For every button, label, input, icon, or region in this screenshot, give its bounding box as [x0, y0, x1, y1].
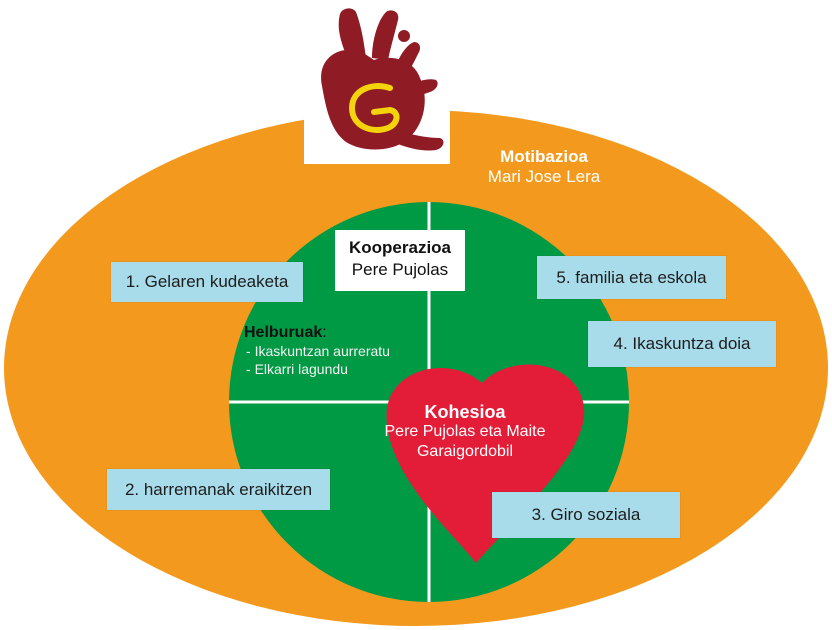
label-gelaren-kudeaketa: 1. Gelaren kudeaketa	[111, 262, 303, 302]
motibazioa-author: Mari Jose Lera	[487, 167, 601, 186]
hand-print-icon	[304, 2, 450, 164]
kooperazioa-title: Kooperazioa	[348, 238, 452, 257]
helburuak-item: Ikaskuntzan aurreratu	[246, 342, 390, 360]
motibazioa-title: Motibazioa	[500, 147, 588, 166]
label-harremanak-eraikitzen: 2. harremanak eraikitzen	[107, 469, 330, 510]
kohesioa-title: Kohesioa	[424, 402, 506, 422]
kooperazioa-author: Pere Pujolas	[351, 260, 449, 279]
hand-finger-3	[396, 42, 421, 76]
hand-finger-4	[414, 79, 438, 98]
kohesioa-block: Kohesioa Pere Pujolas eta Maite Garaigor…	[372, 402, 558, 462]
kohesioa-authors: Pere Pujolas eta Maite Garaigordobil	[384, 423, 546, 460]
hand-mark-g	[348, 83, 400, 133]
motibazioa-block: Motibazioa Mari Jose Lera	[474, 147, 614, 187]
hand-thumb	[398, 132, 444, 151]
hand-finger-2	[372, 10, 399, 61]
hand-shape	[321, 8, 444, 151]
helburuak-list: Ikaskuntzan aurreratu Elkarri lagundu	[244, 342, 390, 378]
helburuak-item: Elkarri lagundu	[246, 360, 390, 378]
hand-finger-1	[338, 8, 366, 60]
label-ikaskuntza-doia: 4. Ikaskuntza doia	[588, 321, 776, 367]
hand-palm	[321, 49, 425, 150]
label-giro-soziala: 3. Giro soziala	[492, 492, 680, 538]
label-familia-eta-eskola: 5. familia eta eskola	[537, 256, 726, 299]
helburuak-title: Helburuak	[244, 324, 323, 341]
kooperazioa-box: Kooperazioa Pere Pujolas	[335, 230, 465, 291]
helburuak-heading: Helburuak:	[244, 324, 327, 341]
helburuak-block: Helburuak: Ikaskuntzan aurreratu Elkarri…	[244, 324, 390, 378]
hand-dot	[398, 30, 410, 42]
heart-shape	[386, 364, 585, 563]
